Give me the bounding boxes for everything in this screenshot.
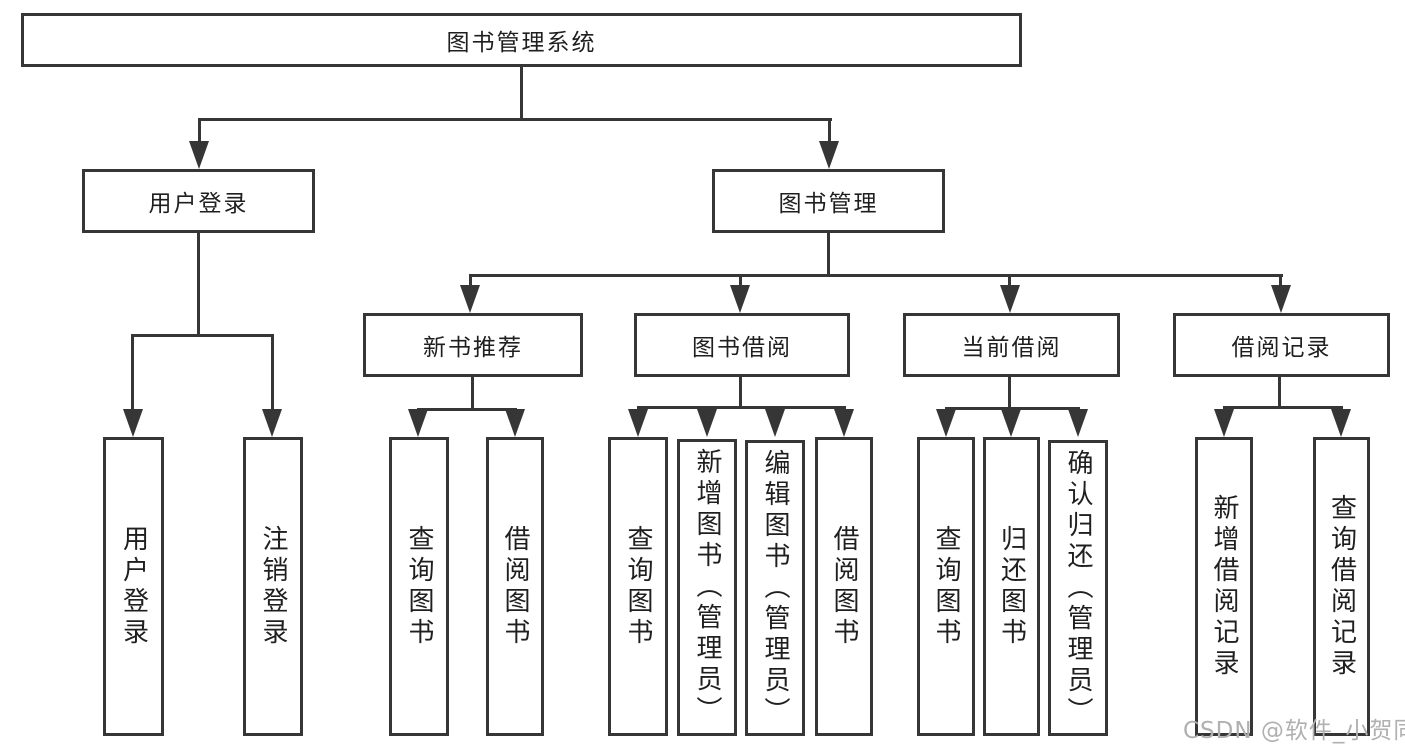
- arrow-down-icon: [123, 409, 143, 437]
- connector-level3-stem: [1279, 274, 1282, 288]
- leaf-cb-confirm-return-label: 确认归还（管理员）: [1063, 448, 1093, 728]
- connector-new-book-rec-vline: [471, 376, 474, 411]
- connector-user-login-hline: [132, 334, 274, 337]
- node-current-borrow-label: 当前借阅: [961, 335, 1062, 361]
- leaf-bb-query-book: 查询图书: [608, 437, 668, 736]
- connector-book-borrow-hline: [637, 406, 846, 409]
- node-book-borrow-label: 图书借阅: [692, 335, 792, 361]
- arrow-down-icon: [834, 409, 854, 437]
- connector-leaf-stem: [271, 334, 274, 412]
- arrow-down-icon: [730, 285, 750, 313]
- leaf-cb-query-book: 查询图书: [917, 437, 975, 736]
- leaf-cb-confirm-return: 确认归还（管理员）: [1048, 440, 1108, 736]
- arrow-down-icon: [628, 409, 648, 437]
- connector-new-book-rec-hline: [417, 408, 517, 411]
- connector-user-login-stem: [198, 118, 201, 144]
- connector-book-mgmt-hline: [469, 274, 1283, 277]
- arrow-down-icon: [819, 141, 839, 169]
- connector-level3-stem: [1008, 274, 1011, 288]
- connector-book-mgmt-vline: [827, 233, 830, 277]
- leaf-user-login: 用户登录: [103, 437, 164, 736]
- connector-leaf-stem: [131, 334, 134, 412]
- leaf-rec-query-book-label: 查询图书: [404, 524, 434, 649]
- leaf-cb-return-book-label: 归还图书: [996, 524, 1027, 649]
- leaf-user-login-label: 用户登录: [118, 524, 149, 649]
- connector-level3-stem: [469, 274, 472, 288]
- leaf-bb-add-book-label: 新增图书（管理员）: [692, 448, 722, 727]
- node-borrow-record-label: 借阅记录: [1231, 335, 1332, 361]
- connector-borrow-record-hline: [1223, 406, 1343, 409]
- arrow-down-icon: [505, 409, 525, 437]
- arrow-down-icon: [765, 409, 785, 437]
- arrow-down-icon: [936, 409, 956, 437]
- node-root: 图书管理系统: [21, 13, 1022, 67]
- connector-borrow-record-vline: [1278, 376, 1281, 409]
- watermark: CSDN @软件_小贺同学: [1183, 718, 1405, 744]
- connector-book-borrow-vline: [739, 376, 742, 409]
- node-book-mgmt-label: 图书管理: [778, 191, 879, 217]
- leaf-br-query-record-label: 查询借阅记录: [1326, 493, 1357, 680]
- connector-current-borrow-hline: [945, 407, 1080, 410]
- node-current-borrow: 当前借阅: [903, 313, 1120, 377]
- leaf-bb-edit-book: 编辑图书（管理员）: [745, 440, 805, 736]
- connector-level3-stem: [739, 274, 742, 288]
- leaf-rec-query-book: 查询图书: [389, 437, 449, 736]
- node-new-book-rec: 新书推荐: [363, 313, 583, 377]
- leaf-br-query-record: 查询借阅记录: [1313, 437, 1370, 736]
- connector-book-mgmt-stem: [828, 118, 831, 144]
- connector-root-hline: [198, 118, 832, 121]
- arrow-down-icon: [1000, 285, 1020, 313]
- leaf-br-add-record: 新增借阅记录: [1195, 437, 1253, 736]
- node-borrow-record: 借阅记录: [1173, 313, 1390, 377]
- arrow-down-icon: [1214, 409, 1234, 437]
- arrow-down-icon: [1271, 285, 1291, 313]
- connector-root-vline: [520, 64, 523, 121]
- arrow-down-icon: [697, 409, 717, 437]
- node-user-login: 用户登录: [82, 169, 315, 233]
- leaf-logout: 注销登录: [243, 437, 303, 736]
- leaf-rec-borrow-book: 借阅图书: [486, 437, 544, 736]
- arrow-down-icon: [460, 285, 480, 313]
- arrow-down-icon: [1068, 409, 1088, 437]
- arrow-down-icon: [1001, 409, 1021, 437]
- arrow-down-icon: [1331, 409, 1351, 437]
- arrow-down-icon: [408, 409, 428, 437]
- connector-user-login-vline: [197, 233, 200, 337]
- node-root-label: 图书管理系统: [446, 30, 597, 56]
- node-book-mgmt: 图书管理: [712, 169, 945, 233]
- leaf-bb-query-book-label: 查询图书: [623, 524, 653, 649]
- arrow-down-icon: [262, 409, 282, 437]
- leaf-logout-label: 注销登录: [258, 524, 288, 649]
- leaf-cb-query-book-label: 查询图书: [931, 524, 961, 649]
- leaf-rec-borrow-book-label: 借阅图书: [500, 524, 530, 649]
- leaf-bb-borrow-book-label: 借阅图书: [829, 524, 859, 649]
- node-book-borrow: 图书借阅: [634, 313, 850, 377]
- leaf-br-add-record-label: 新增借阅记录: [1209, 493, 1239, 680]
- node-user-login-label: 用户登录: [148, 191, 249, 217]
- leaf-cb-return-book: 归还图书: [983, 437, 1040, 736]
- arrow-down-icon: [189, 141, 209, 169]
- leaf-bb-add-book: 新增图书（管理员）: [677, 439, 737, 736]
- leaf-bb-edit-book-label: 编辑图书（管理员）: [760, 448, 790, 728]
- connector-current-borrow-vline: [1008, 376, 1011, 410]
- leaf-bb-borrow-book: 借阅图书: [815, 437, 873, 736]
- node-new-book-rec-label: 新书推荐: [423, 335, 523, 361]
